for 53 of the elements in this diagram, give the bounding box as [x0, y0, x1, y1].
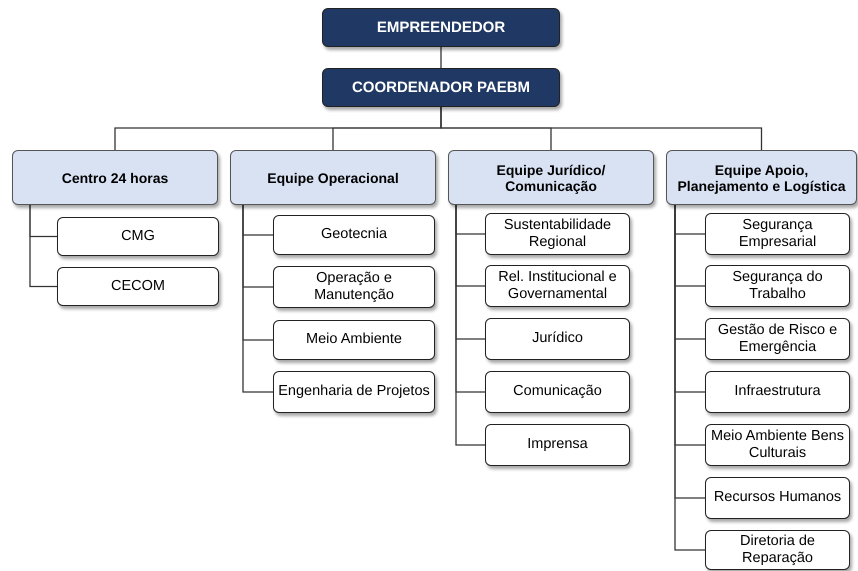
unit-box: [57, 217, 219, 256]
unit-box: [705, 530, 850, 570]
box-label: Equipe Operacional: [266, 170, 400, 186]
unit-box: [485, 213, 630, 255]
box-label: Jurídico: [531, 330, 584, 348]
box-label: Segurança do Trabalho: [731, 268, 824, 304]
box-label: Geotecnia: [320, 226, 388, 244]
unit-box: [273, 215, 435, 255]
unit-box: [485, 371, 630, 413]
unit-box: [705, 477, 850, 519]
unit-box: [273, 371, 435, 413]
unit-box: [705, 265, 850, 307]
team-box: [666, 150, 857, 205]
unit-box: [705, 213, 850, 255]
box-label: Operação e Manutenção: [313, 270, 395, 304]
box-label: Infraestrutura: [733, 383, 822, 401]
box-label: Recursos Humanos: [712, 489, 842, 507]
connector-line: [440, 107, 762, 150]
unit-box: [273, 320, 435, 360]
connector-line: [674, 205, 705, 551]
box-label: Equipe Apoio, Planejamento e Logística: [676, 162, 847, 194]
connector-line: [242, 205, 273, 393]
unit-box: [705, 318, 850, 360]
team-box: [448, 150, 654, 205]
box-label: Segurança Empresarial: [738, 216, 818, 252]
unit-box: [705, 371, 850, 413]
box-label: CECOM: [110, 278, 166, 296]
unit-box: [273, 266, 435, 308]
box-label: CMG: [120, 228, 156, 246]
box-label: COORDENADOR PAEBM: [350, 79, 532, 96]
unit-box: [485, 318, 630, 360]
unit-box: [485, 265, 630, 307]
box-label: Comunicação: [512, 383, 603, 401]
unit-box: [485, 424, 630, 466]
box-label: Meio Ambiente: [305, 331, 403, 349]
box-label: EMPREENDEDOR: [376, 19, 506, 36]
box-label: Engenharia de Projetos: [277, 383, 431, 401]
header-box: [322, 8, 560, 47]
header-box: [322, 68, 560, 107]
connector-line: [29, 205, 57, 288]
team-box: [230, 150, 436, 205]
connector-line: [455, 205, 485, 446]
box-label: Rel. Institucional e Governamental: [497, 268, 618, 304]
box-label: Diretoria de Reparação: [739, 532, 816, 568]
unit-box: [57, 267, 219, 306]
box-label: Equipe Jurídico/ Comunicação: [496, 162, 606, 194]
team-box: [12, 150, 218, 205]
box-label: Gestão de Risco e Emergência: [716, 322, 838, 356]
connector-line: [440, 47, 442, 68]
box-label: Imprensa: [526, 436, 589, 454]
box-label: Sustentabilidade Regional: [502, 216, 612, 252]
box-label: Meio Ambiente Bens Culturais: [710, 428, 845, 462]
box-label: Centro 24 horas: [60, 170, 170, 186]
